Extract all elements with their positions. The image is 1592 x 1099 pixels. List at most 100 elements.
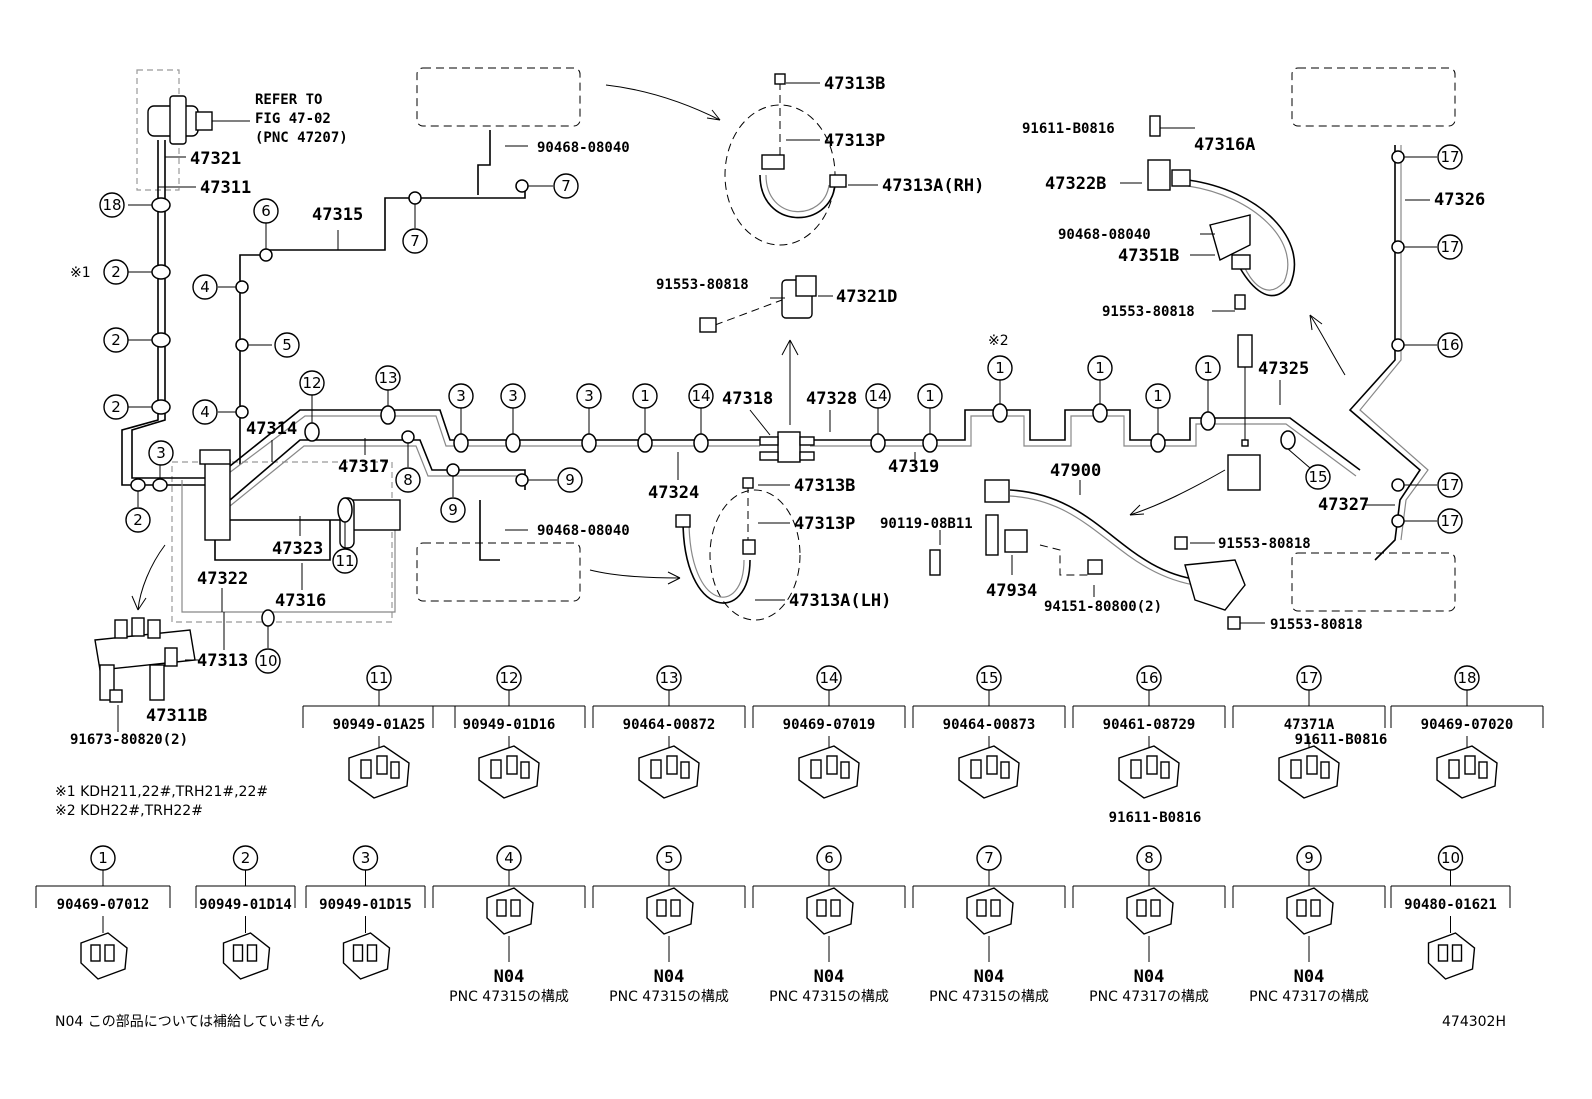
label-47321: 47321 — [190, 149, 241, 169]
callout-2: 2 — [103, 327, 129, 353]
callout-1: 1 — [1145, 383, 1171, 409]
clip-icon — [966, 887, 1014, 935]
clip-icon — [222, 932, 271, 980]
legend-callout-8: 8 — [1136, 845, 1162, 871]
legend-part-12: 90949-01D16 — [463, 717, 556, 733]
note-1: ※1 KDH211,22#,TRH21#,22# — [55, 784, 268, 800]
svg-text:1: 1 — [1095, 359, 1105, 377]
svg-text:4: 4 — [200, 403, 210, 421]
legend-part-18: 90469-07020 — [1421, 717, 1514, 733]
label-91673: 91673-80820(2) — [70, 732, 188, 748]
callout-9: 9 — [557, 467, 583, 493]
label-47316: 47316 — [275, 591, 326, 611]
legend-pnc-8: PNC 47317の構成 — [1089, 989, 1209, 1005]
callout-8: 8 — [395, 467, 421, 493]
callout-2: 2 — [125, 507, 151, 533]
svg-text:14: 14 — [691, 387, 710, 405]
svg-text:13: 13 — [659, 669, 678, 687]
svg-text:18: 18 — [1457, 669, 1476, 687]
legend-code-9: N04 — [1294, 967, 1325, 987]
svg-text:7: 7 — [410, 232, 420, 250]
svg-text:7: 7 — [561, 177, 571, 195]
callout-1: 1 — [1087, 355, 1113, 381]
pipe-47316 — [214, 520, 331, 561]
callout-17: 17 — [1437, 472, 1463, 498]
svg-text:2: 2 — [111, 398, 121, 416]
legend-part-10: 90480-01621 — [1404, 897, 1497, 913]
callout-14: 14 — [688, 383, 714, 409]
label-47351b: 47351B — [1118, 246, 1179, 266]
legend-part-13: 90464-00872 — [623, 717, 716, 733]
refer-line2: FIG 47-02 — [255, 111, 331, 127]
svg-text:16: 16 — [1440, 336, 1459, 354]
svg-text:9: 9 — [1304, 849, 1314, 867]
legend-callout-6: 6 — [816, 845, 842, 871]
legend-code-4: N04 — [494, 967, 525, 987]
legend-code-5: N04 — [654, 967, 685, 987]
svg-text:4: 4 — [504, 849, 514, 867]
svg-text:3: 3 — [456, 387, 466, 405]
svg-text:3: 3 — [361, 849, 371, 867]
svg-text:1: 1 — [1153, 387, 1163, 405]
sensor-47900-icon — [929, 479, 1246, 630]
legend-callout-17: 17 — [1296, 665, 1322, 691]
refer-line3: (PNC 47207) — [255, 130, 348, 146]
pipe-47317 — [229, 439, 526, 501]
svg-text:15: 15 — [979, 669, 998, 687]
label-47318: 47318 — [722, 389, 773, 409]
leader-lines — [117, 82, 1437, 732]
svg-text:6: 6 — [824, 849, 834, 867]
label-47313b-top: 47313B — [824, 74, 885, 94]
label-90468-top: 90468-08040 — [537, 140, 630, 156]
label-47311b: 47311B — [146, 706, 207, 726]
arrow-47311b — [137, 544, 166, 611]
callout-1: 1 — [1195, 355, 1221, 381]
svg-text:8: 8 — [403, 471, 413, 489]
label-47328: 47328 — [806, 389, 857, 409]
clip-icon — [1427, 932, 1476, 980]
legend-pnc-4: PNC 47315の構成 — [449, 989, 569, 1005]
svg-text:3: 3 — [156, 444, 166, 462]
legend-pnc-9: PNC 47317の構成 — [1249, 989, 1369, 1005]
legend-code-6: N04 — [814, 967, 845, 987]
svg-text:2: 2 — [241, 849, 251, 867]
callout-2: 2 — [103, 394, 129, 420]
svg-text:1: 1 — [1203, 359, 1213, 377]
svg-text:17: 17 — [1440, 476, 1459, 494]
legend-part-2: 90949-01D14 — [199, 897, 292, 913]
label-91611-a: 91611-B0816 — [1022, 121, 1115, 137]
clip-icon — [1126, 887, 1174, 935]
legend-part-14: 90469-07019 — [783, 717, 876, 733]
label-90468-right: 90468-08040 — [1058, 227, 1151, 243]
svg-text:3: 3 — [508, 387, 518, 405]
svg-text:17: 17 — [1440, 512, 1459, 530]
label-90119: 90119-08B11 — [880, 516, 973, 532]
svg-text:2: 2 — [111, 331, 121, 349]
legend-callout-10: 10 — [1437, 845, 1464, 871]
svg-text:5: 5 — [282, 336, 292, 354]
callout-14: 14 — [865, 383, 891, 409]
clip-icon — [342, 932, 391, 980]
clip-icon — [646, 887, 694, 935]
legend-sub-part-17: 91611-B0816 — [1295, 732, 1388, 748]
callout-16: 16 — [1437, 332, 1463, 358]
legend-callout-12: 12 — [496, 665, 522, 691]
label-47325: 47325 — [1258, 359, 1309, 379]
label-47313a-rh: 47313A(RH) — [882, 176, 984, 196]
mark-2: ※2 — [988, 333, 1009, 349]
pipe-47319b — [810, 415, 1357, 477]
svg-text:16: 16 — [1139, 669, 1158, 687]
svg-text:7: 7 — [984, 849, 994, 867]
callout-18: 18 — [99, 192, 125, 218]
callout-10: 10 — [255, 648, 281, 674]
label-91553-b: 91553-80818 — [1102, 304, 1195, 320]
svg-text:1: 1 — [925, 387, 935, 405]
ref-box-top-center — [416, 67, 581, 127]
callout-13: 13 — [375, 365, 401, 391]
legend-callout-16: 16 — [1136, 665, 1162, 691]
legend-part-17: 47371A — [1284, 717, 1335, 733]
clip-icon — [486, 887, 534, 935]
svg-text:15: 15 — [1308, 468, 1327, 486]
